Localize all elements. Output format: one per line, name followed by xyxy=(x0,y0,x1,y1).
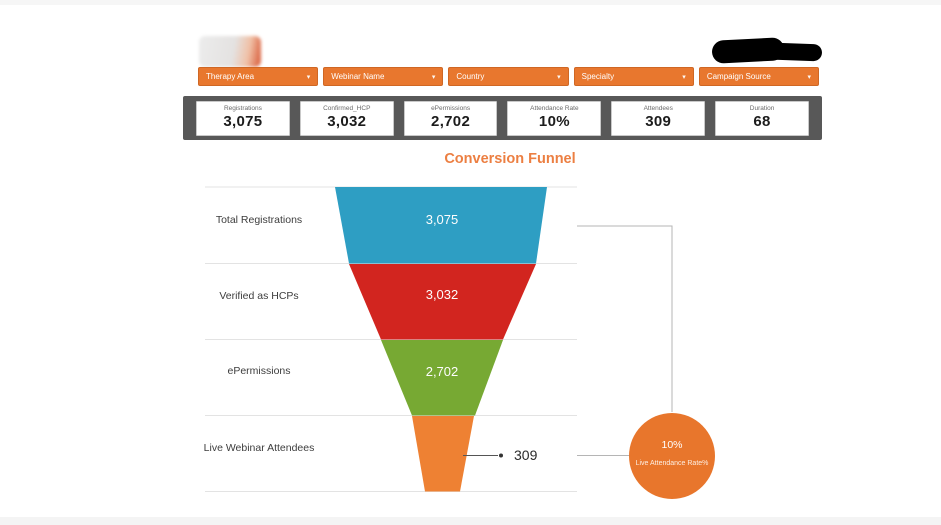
kpi-value: 3,075 xyxy=(223,113,263,131)
funnel-value-total-registrations: 3,075 xyxy=(425,212,459,227)
funnel-value-epermissions: 2,702 xyxy=(425,364,459,379)
funnel-value-live-webinar-attendees: 309 xyxy=(514,447,538,463)
kpi-label: Confirmed_HCP xyxy=(323,105,371,113)
funnel-segment-total-registrations[interactable] xyxy=(335,187,547,264)
redaction-blob xyxy=(742,41,823,62)
kpi-value: 68 xyxy=(753,113,771,131)
filter-label: Webinar Name xyxy=(331,72,385,81)
filter-label: Therapy Area xyxy=(206,72,255,81)
stage-label-live-webinar-attendees: Live Webinar Attendees xyxy=(203,442,315,454)
filter-webinar-name[interactable]: Webinar Name ▾ xyxy=(323,67,444,86)
filter-bar: Therapy Area ▾ Webinar Name ▾ Country ▾ … xyxy=(198,67,820,86)
filter-specialty[interactable]: Specialty ▾ xyxy=(573,67,694,86)
funnel-value-verified-as-hcps: 3,032 xyxy=(425,287,459,302)
frame-edge-bottom xyxy=(0,517,941,525)
chart-title: Conversion Funnel xyxy=(444,151,576,167)
redacted-account-name xyxy=(709,34,825,66)
kpi-bar: Registrations 3,075 Confirmed_HCP 3,032 … xyxy=(183,96,822,140)
live-attendance-rate-value: 10% xyxy=(661,439,683,451)
filter-therapy-area[interactable]: Therapy Area ▾ xyxy=(198,67,319,86)
kpi-value: 2,702 xyxy=(431,113,471,131)
filter-country[interactable]: Country ▾ xyxy=(448,67,569,86)
funnel-segment-verified-as-hcps[interactable] xyxy=(349,264,536,340)
kpi-duration: Duration 68 xyxy=(715,100,809,136)
funnel-segment-epermissions[interactable] xyxy=(381,340,503,416)
filter-campaign-source[interactable]: Campaign Source ▾ xyxy=(698,67,820,86)
funnel-segment-live-webinar-attendees[interactable] xyxy=(412,416,474,492)
value-leader-line xyxy=(463,453,503,458)
chevron-down-icon: ▾ xyxy=(557,73,561,81)
kpi-attendance-rate: Attendance Rate 10% xyxy=(507,100,602,136)
kpi-epermissions: ePermissions 2,702 xyxy=(403,100,498,136)
live-attendance-rate-circle[interactable] xyxy=(629,413,715,499)
filter-label: Country xyxy=(456,72,485,81)
kpi-attendees: Attendees 309 xyxy=(611,100,706,136)
chevron-down-icon: ▾ xyxy=(682,73,686,81)
kpi-value: 309 xyxy=(645,113,672,131)
kpi-label: Registrations xyxy=(223,105,262,113)
kpi-label: Attendance Rate xyxy=(530,105,579,113)
chevron-down-icon: ▾ xyxy=(807,73,812,81)
chevron-down-icon: ▾ xyxy=(431,73,436,81)
kpi-label: ePermissions xyxy=(431,105,471,113)
kpi-label: Duration xyxy=(749,105,775,113)
company-logo xyxy=(199,36,261,67)
kpi-confirmed-hcp: Confirmed_HCP 3,032 xyxy=(299,100,394,136)
kpi-value: 10% xyxy=(538,113,570,131)
stage-label-epermissions: ePermissions xyxy=(227,365,291,377)
live-attendance-rate-caption: Live Attendance Rate% xyxy=(635,460,709,467)
stage-label-verified-as-hcps: Verified as HCPs xyxy=(219,290,299,302)
stage-label-total-registrations: Total Registrations xyxy=(215,214,303,226)
filter-label: Specialty xyxy=(581,72,615,81)
kpi-value: 3,032 xyxy=(327,113,367,131)
kpi-registrations: Registrations 3,075 xyxy=(196,100,290,136)
frame-edge-top xyxy=(0,0,941,5)
chevron-down-icon: ▾ xyxy=(306,73,311,81)
kpi-label: Attendees xyxy=(643,105,673,113)
filter-label: Campaign Source xyxy=(706,72,771,81)
